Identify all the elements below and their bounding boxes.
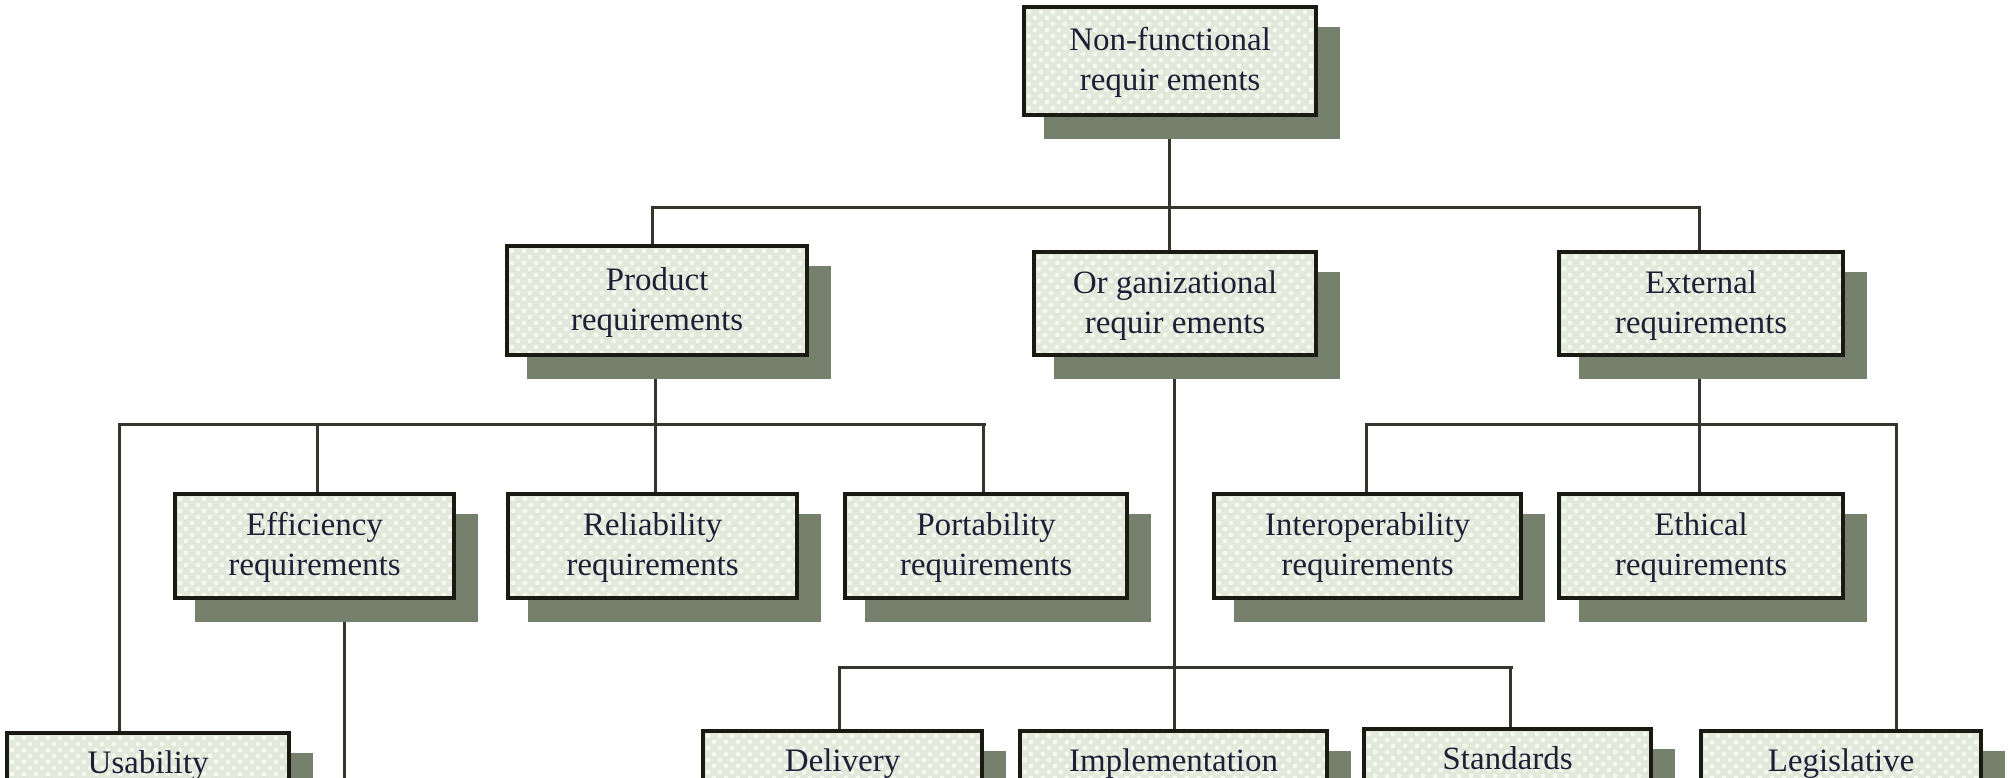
node-label-line1: Reliability bbox=[582, 507, 723, 544]
connector-organizational-to-implementation bbox=[1173, 355, 1176, 733]
connector-to-product bbox=[651, 206, 654, 248]
connector-to-portability bbox=[982, 423, 985, 496]
connector-to-interoperability bbox=[1365, 423, 1368, 496]
node-legislative-requirements: Legislative bbox=[1699, 729, 1983, 778]
node-label-line1: Legislative bbox=[1767, 743, 1915, 778]
connector-to-delivery bbox=[838, 666, 841, 733]
node-label-line2: requir ements bbox=[1084, 304, 1266, 341]
node-label-line1: Portability bbox=[916, 507, 1056, 544]
node-label-line1: Efficiency bbox=[246, 507, 383, 544]
connector-efficiency-down-cutoff bbox=[343, 598, 346, 778]
node-interoperability-requirements: Interoperability requirements bbox=[1212, 492, 1523, 600]
node-implementation-requirements: Implementation bbox=[1018, 729, 1329, 778]
connector-to-usability bbox=[118, 423, 121, 735]
node-label-line2: requirements bbox=[570, 301, 744, 338]
node-label-line1: Ethical bbox=[1654, 507, 1748, 544]
connector-product-children-horizontal bbox=[118, 423, 986, 426]
node-label-line2: requirements bbox=[899, 547, 1073, 583]
node-label-line1: Or ganizational bbox=[1072, 264, 1278, 301]
node-reliability-requirements: Reliability requirements bbox=[506, 492, 799, 600]
node-label-line1: Non-functional bbox=[1069, 22, 1271, 59]
node-delivery-requirements: Delivery bbox=[701, 729, 984, 778]
connector-to-legislative bbox=[1895, 423, 1898, 735]
node-label-line2: requirements bbox=[228, 547, 401, 583]
node-label-line2: requirements bbox=[1614, 547, 1788, 583]
node-non-functional-requirements: Non-functional requir ements bbox=[1022, 5, 1318, 117]
node-organizational-requirements: Or ganizational requir ements bbox=[1032, 250, 1318, 357]
node-label-line2: requirements bbox=[1281, 547, 1454, 583]
node-efficiency-requirements: Efficiency requirements bbox=[173, 492, 456, 600]
node-label-line1: Standards bbox=[1442, 741, 1573, 777]
node-label-line1: Delivery bbox=[784, 743, 901, 778]
node-external-requirements: External requirements bbox=[1557, 250, 1845, 357]
node-label-line1: Implementation bbox=[1069, 743, 1278, 778]
node-label-line1: Usability bbox=[87, 745, 209, 778]
node-label-line2: requir ements bbox=[1079, 62, 1261, 98]
connector-to-efficiency bbox=[316, 423, 319, 496]
node-portability-requirements: Portability requirements bbox=[843, 492, 1129, 600]
connector-level1-horizontal bbox=[651, 206, 1701, 209]
node-product-requirements: Product requirements bbox=[505, 244, 809, 357]
node-label-line1: Product bbox=[605, 261, 709, 298]
node-label-line1: External bbox=[1645, 264, 1757, 301]
node-standards-requirements: Standards bbox=[1362, 727, 1653, 778]
connector-organizational-children-horizontal bbox=[838, 666, 1513, 669]
connector-root-to-organizational bbox=[1168, 117, 1171, 253]
connector-external-children-horizontal bbox=[1365, 423, 1898, 426]
connector-to-external bbox=[1698, 206, 1701, 254]
node-label-line2: requirements bbox=[566, 547, 739, 583]
connector-to-standards bbox=[1509, 666, 1512, 731]
node-usability-requirements: Usability bbox=[5, 731, 291, 778]
node-ethical-requirements: Ethical requirements bbox=[1557, 492, 1845, 600]
node-label-line1: Interoperability bbox=[1264, 507, 1471, 544]
node-label-line2: requirements bbox=[1614, 304, 1788, 341]
